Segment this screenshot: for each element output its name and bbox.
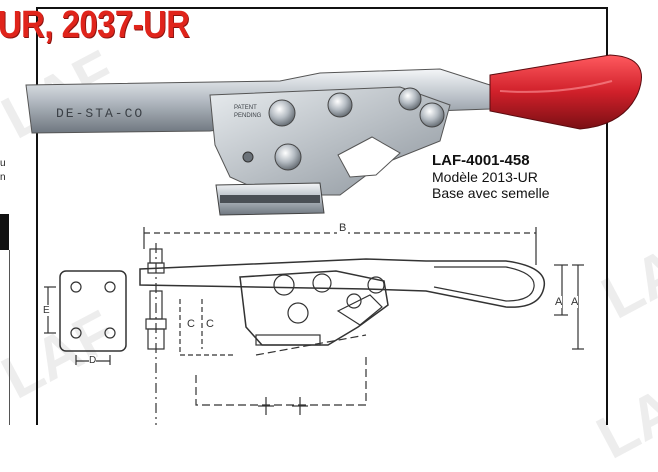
stamp-text: PENDING: [234, 113, 262, 119]
dimension-label-a: A: [555, 296, 563, 308]
side-text-fragment: u: [0, 158, 6, 169]
dimension-label-c: C: [206, 318, 214, 330]
technical-drawing: [44, 227, 584, 425]
product-caption: LAF-4001-458 Modèle 2013-UR Base avec se…: [432, 152, 550, 202]
product-code: LAF-4001-458: [432, 152, 530, 169]
section-tab: [0, 214, 9, 250]
product-base: Base avec semelle: [432, 185, 550, 201]
page-title: UR, 2037-UR: [0, 4, 190, 46]
dimension-label-a: A: [571, 296, 579, 308]
frame-right-rule: [606, 7, 608, 425]
dimension-label-d: D: [89, 355, 97, 366]
dimension-label-b: B: [337, 222, 349, 234]
frame-left-rule: [36, 7, 38, 425]
left-rule: [9, 250, 10, 425]
dimension-label-e: E: [43, 305, 50, 316]
stamp-text: PATENT: [234, 105, 257, 111]
product-model: Modèle 2013-UR: [432, 169, 538, 185]
frame-top-rule: [36, 7, 608, 9]
dimension-label-c: C: [187, 318, 195, 330]
side-text-fragment: n: [0, 172, 6, 183]
clamp-photo: DE-STA-CO PATENT PENDING: [25, 54, 642, 216]
stamp-text: DE-STA-CO: [56, 106, 144, 121]
